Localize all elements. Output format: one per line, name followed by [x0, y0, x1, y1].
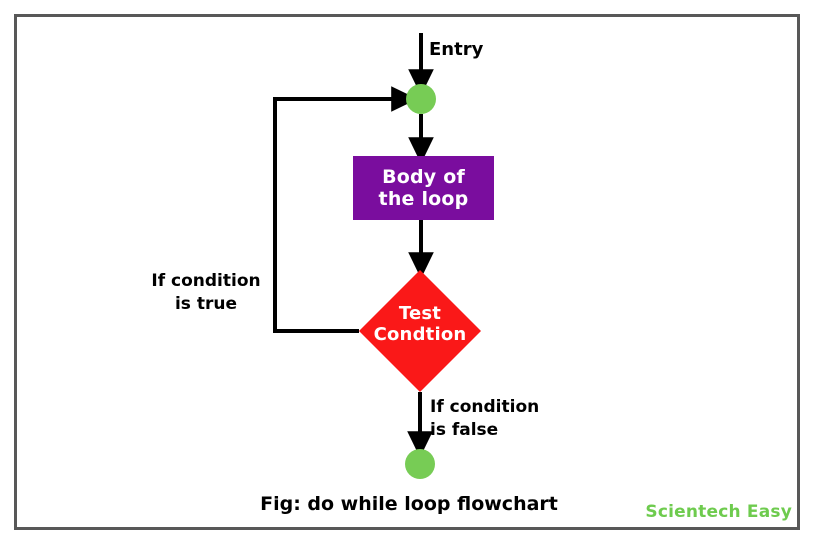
edge-true-feedback-loop [273, 86, 418, 333]
end-terminator-node [405, 449, 435, 479]
process-box-body-of-loop [353, 156, 494, 220]
watermark-logo: Scientech Easy [645, 502, 792, 522]
figure-caption: Fig: do while loop flowchart [260, 493, 558, 515]
start-terminator-node [406, 84, 436, 114]
decision-diamond-test-condition [359, 270, 481, 392]
